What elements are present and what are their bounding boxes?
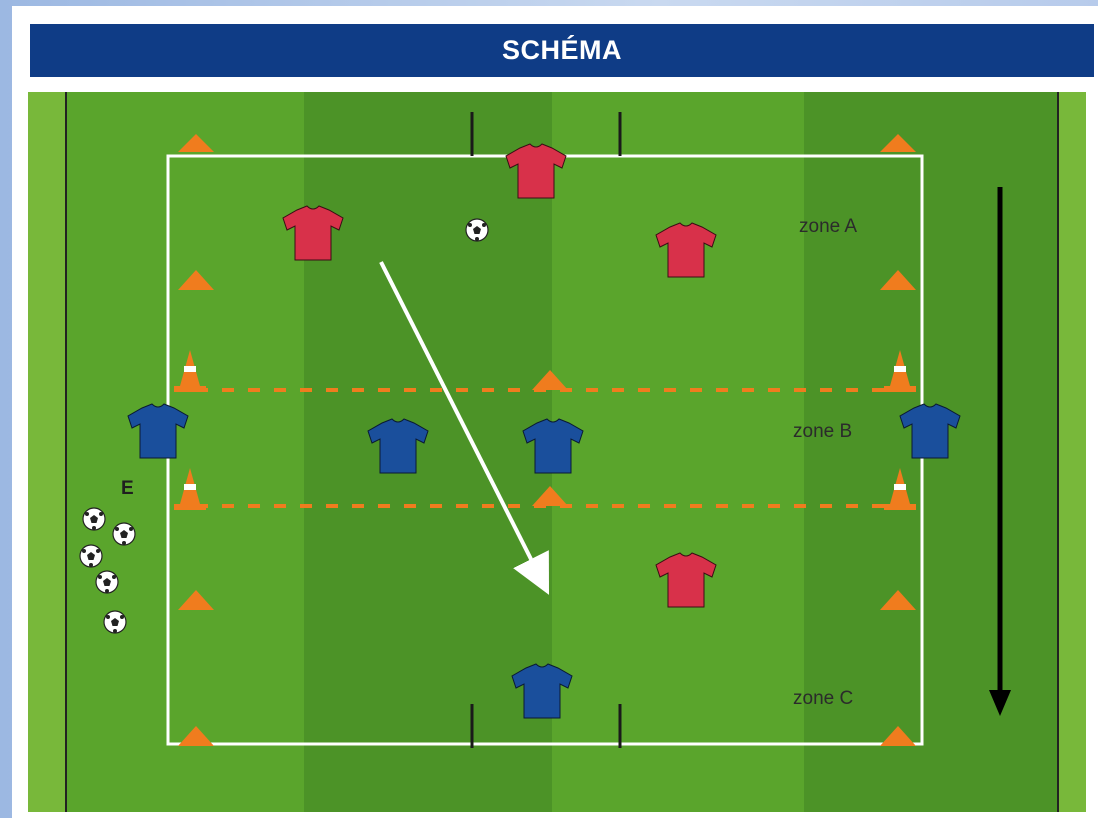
soccer-ball-icon	[96, 571, 118, 593]
soccer-ball-icon	[113, 523, 135, 545]
soccer-ball-icon	[80, 545, 102, 567]
soccer-ball-icon	[466, 219, 488, 241]
header-title: SCHÉMA	[502, 35, 622, 66]
grass-right-edge	[1058, 92, 1086, 812]
grass-stripe-dark-1	[304, 92, 552, 812]
soccer-ball-icon	[83, 508, 105, 530]
diagram-header: SCHÉMA	[30, 24, 1094, 77]
pitch-drawing	[28, 92, 1086, 812]
zone-b-label: zone B	[793, 421, 852, 443]
zone-a-label: zone A	[799, 216, 857, 238]
grass-left-edge	[28, 92, 66, 812]
zone-c-label: zone C	[793, 688, 853, 710]
soccer-ball-icon	[104, 611, 126, 633]
start-point-label: E	[121, 478, 134, 500]
training-pitch: zone A zone B zone C E	[28, 92, 1086, 812]
